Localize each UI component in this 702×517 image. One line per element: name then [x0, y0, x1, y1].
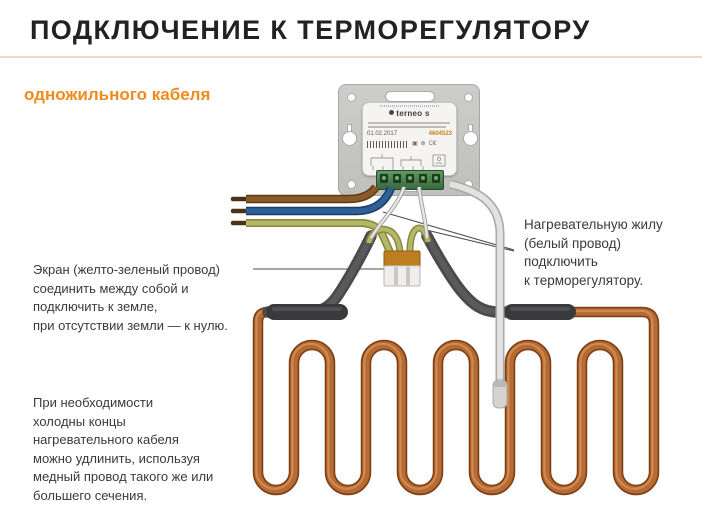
terminal-screw: [419, 174, 428, 183]
thermostat: terneo s 01.02.2017 4604523 ▣ ⊕ C€: [338, 84, 480, 196]
wago-connector: [383, 250, 421, 287]
barcode: [367, 140, 409, 148]
terminal-screw: [392, 174, 401, 183]
wiring-schematic: [370, 154, 446, 170]
recycle-mark-icon: ▣: [412, 140, 418, 147]
earth-wire-loops: [365, 224, 432, 255]
heating-cable-serpentine: [252, 306, 660, 496]
sensor-cable: [448, 179, 508, 409]
plate-screw-hole: [464, 93, 473, 102]
cable-type-label: одножильного кабеля: [24, 85, 211, 104]
sensor-probe-tip: [492, 379, 508, 409]
cold-end-cables: [262, 230, 576, 320]
sensor-cable-white: [449, 181, 503, 382]
label-date-row: 01.02.2017 4604523: [367, 130, 452, 137]
header-divider: [0, 56, 702, 58]
terminal-screw: [432, 174, 441, 183]
earth-loop-left: [366, 227, 403, 255]
label-code-row: ▣ ⊕ C€: [367, 140, 452, 148]
terminal-screw: [379, 174, 388, 183]
serial-number: 4604523: [428, 130, 452, 137]
note-heating-core: Нагревательную жилу (белый провод) подкл…: [524, 217, 663, 288]
page-title: ПОДКЛЮЧЕНИЕ К ТЕРМОРЕГУЛЯТОРУ: [30, 15, 591, 45]
cert-mark-icon: ⊕: [420, 140, 426, 147]
thermostat-body: terneo s 01.02.2017 4604523 ▣ ⊕ C€: [362, 102, 457, 176]
annotation-line-heating-1: [382, 211, 515, 251]
annotation-lines: [253, 211, 515, 270]
plate-screw-hole: [347, 93, 356, 102]
earth-loop-right: [407, 225, 431, 255]
wire-earth: [246, 220, 394, 256]
terminal-block: [376, 170, 444, 190]
brand-name: terneo s: [396, 109, 430, 118]
note-cold-ends: При необходимости холодны концы нагреват…: [33, 395, 214, 503]
terminal-screw: [405, 174, 414, 183]
ce-mark: C€: [428, 140, 437, 147]
annotation-line-heating-2: [417, 227, 515, 252]
cold-end-left: [262, 230, 377, 318]
plate-cutout: [385, 91, 435, 102]
manufacture-date: 01.02.2017: [367, 130, 398, 137]
supply-cable-wires: [230, 184, 395, 257]
brand-label: terneo s: [363, 109, 456, 118]
note-shield: Экран (желто-зеленый провод) соединить м…: [33, 262, 228, 333]
label-microtext: [379, 105, 440, 107]
plate-keyhole: [463, 131, 478, 146]
plate-screw-hole: [464, 180, 473, 189]
plate-screw-hole: [347, 180, 356, 189]
plate-keyhole: [342, 131, 357, 146]
label-spec-line: [367, 122, 451, 124]
brand-logo-icon: [389, 110, 395, 115]
label-spec-line: [367, 126, 446, 128]
